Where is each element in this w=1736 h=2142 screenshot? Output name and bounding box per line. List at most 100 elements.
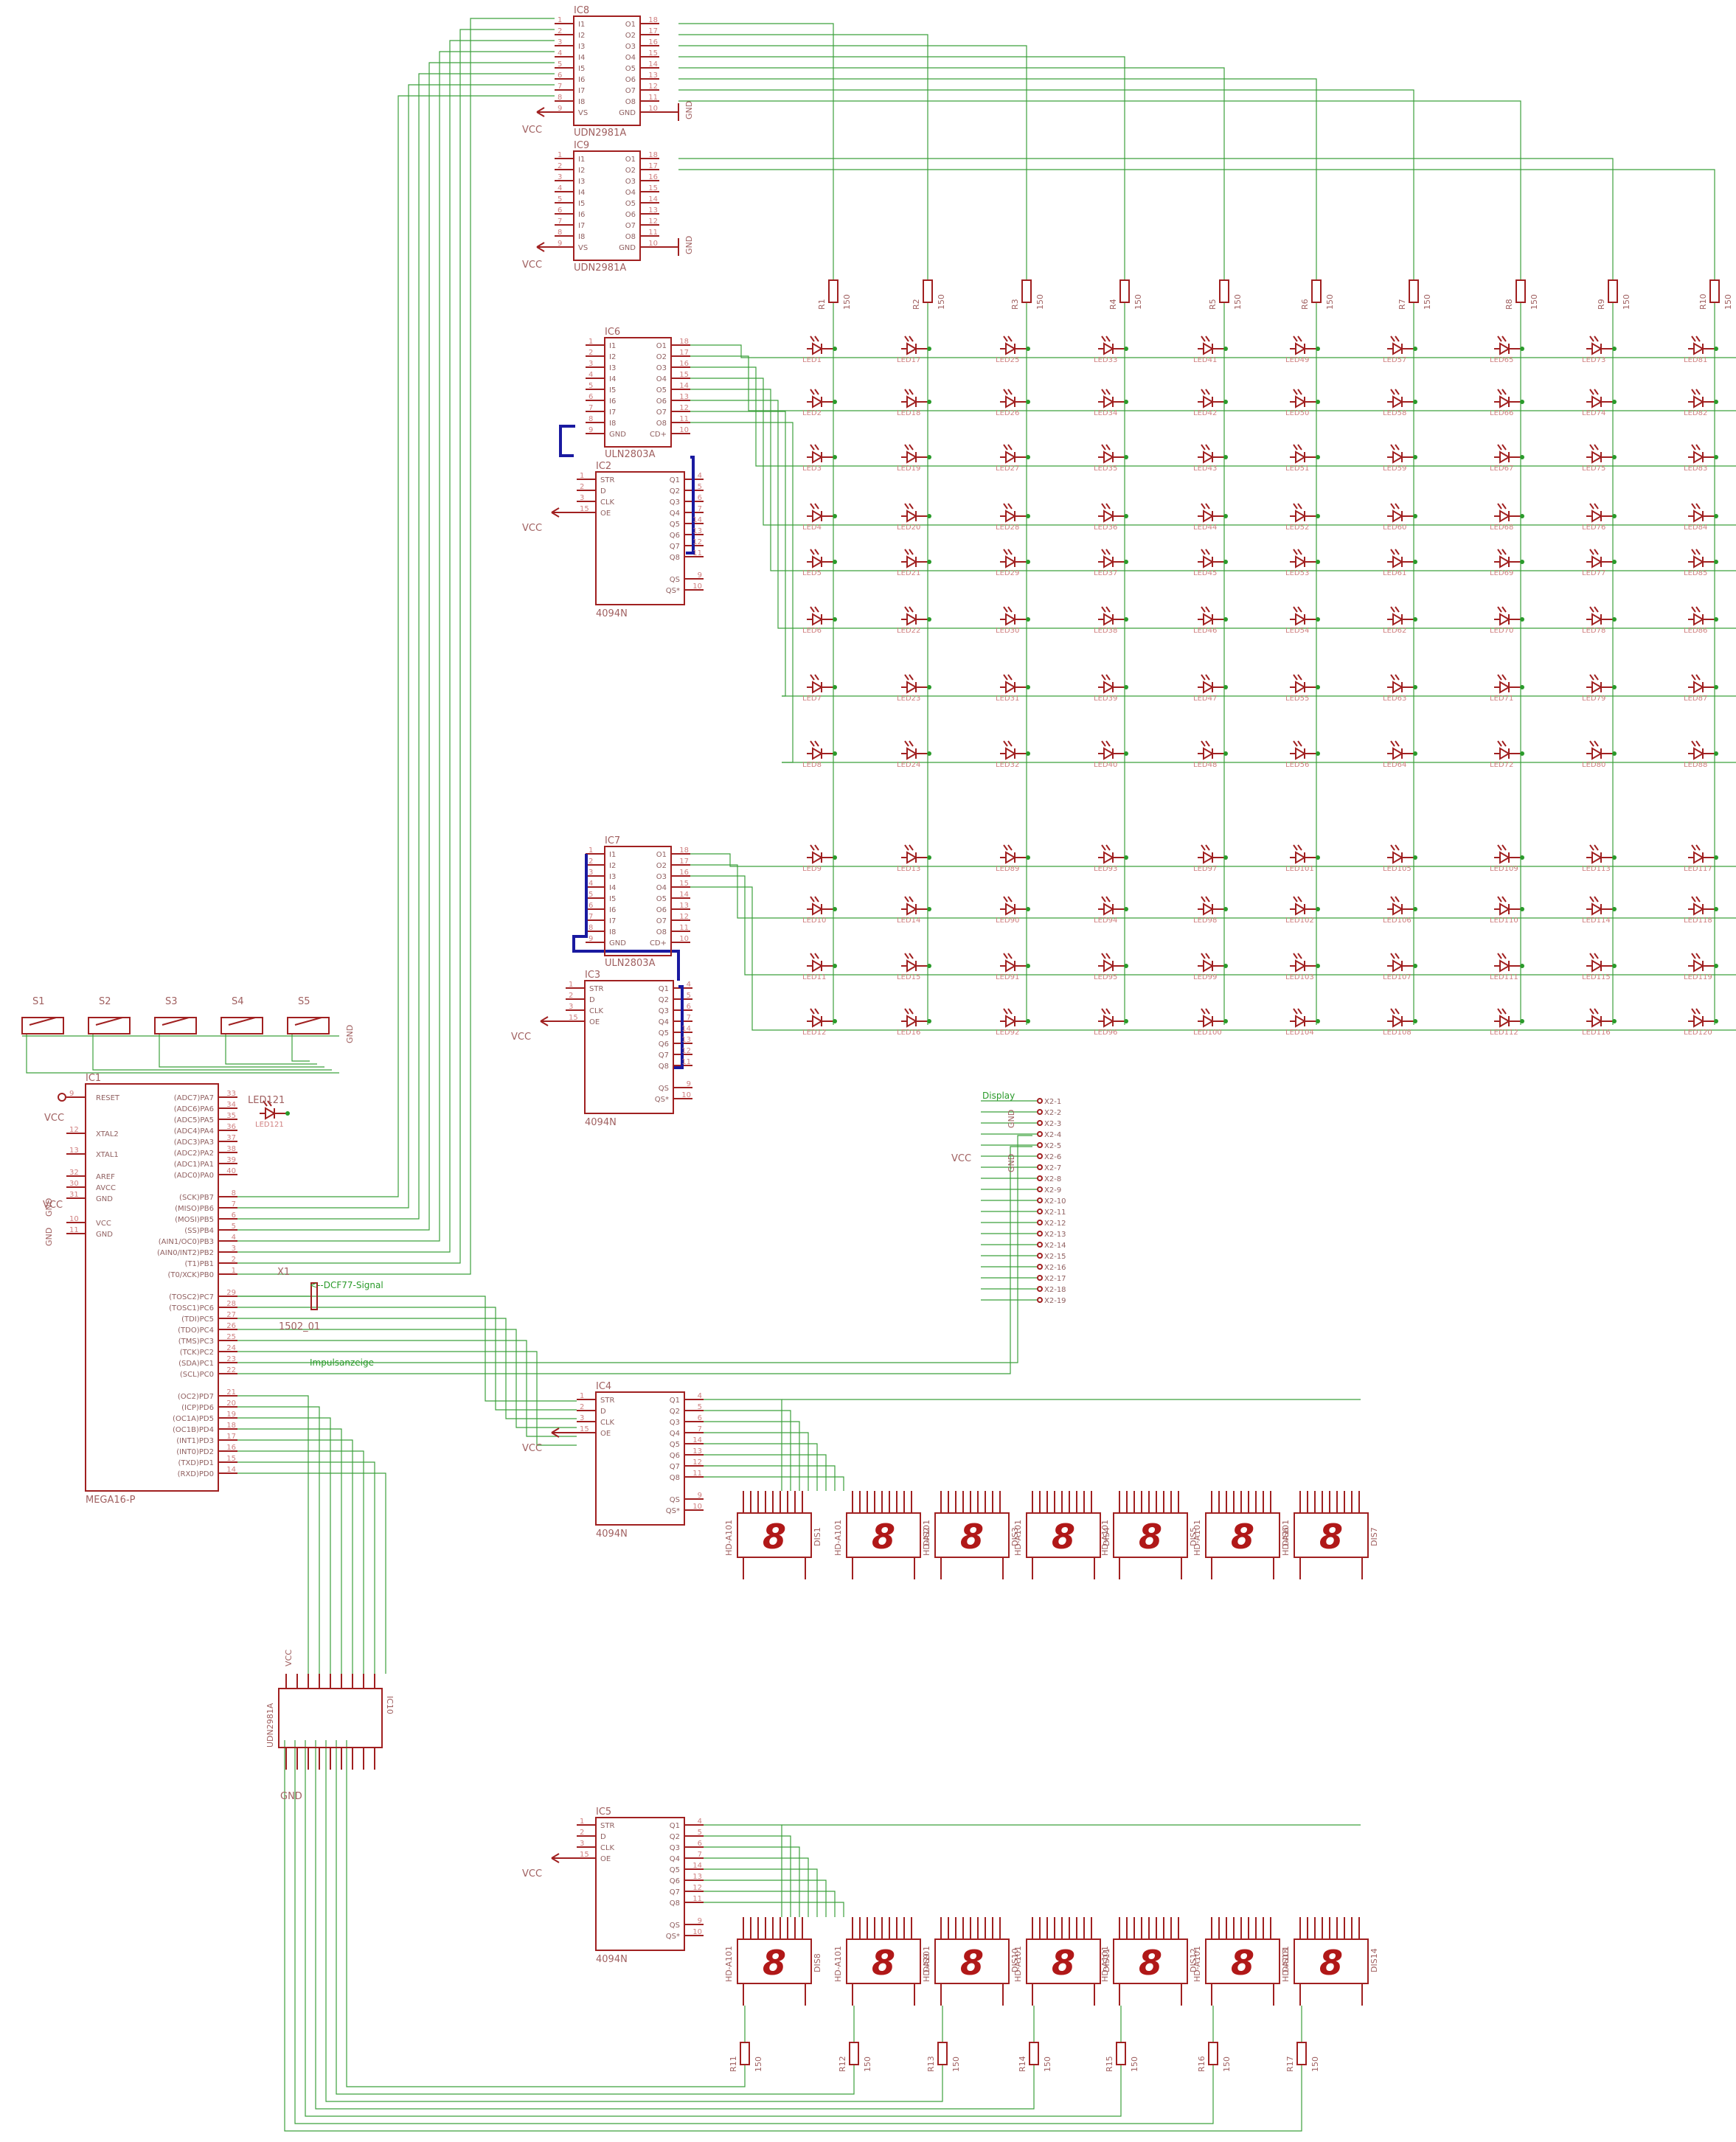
ic2-pin-num: 9: [698, 571, 702, 580]
led-label: LED96: [1094, 1029, 1117, 1037]
ic1-pin-name: (SCL)PC0: [180, 1371, 214, 1379]
wire-junction: [1026, 400, 1030, 404]
resistor-label: R10: [1698, 293, 1708, 310]
row-wire: [690, 422, 794, 763]
port-d-wire: [237, 1472, 386, 1674]
ic5-pin-num: 1: [580, 1818, 584, 1826]
ic9-vcc-arrow: [536, 242, 545, 252]
led-label: LED82: [1684, 409, 1707, 417]
wire-junction: [833, 855, 837, 860]
seven-seg-label: DIS2: [922, 1527, 931, 1546]
ic2-pin-name: D: [600, 487, 606, 495]
ic5-name: IC5: [596, 1807, 611, 1818]
wire-junction: [1714, 1019, 1718, 1023]
ic9-pin-num: 8: [558, 229, 562, 237]
wire-junction: [1316, 685, 1320, 689]
display-connector-label: X2-2: [1044, 1109, 1061, 1117]
led-diode: [906, 851, 917, 864]
led-diode: [812, 613, 823, 626]
ic2-pin-name: Q2: [670, 487, 680, 495]
resistor-value: 150: [1423, 294, 1432, 310]
ic9-pin-name: I2: [578, 167, 585, 175]
led-label: LED100: [1193, 1029, 1222, 1037]
seven-seg-body: [1113, 1938, 1188, 1984]
ic9-pin-num: 12: [648, 218, 658, 226]
segment-bus-wire: [704, 1902, 844, 1917]
ic9-pin-name: I5: [578, 200, 585, 208]
led-rays: [1390, 674, 1400, 681]
led-diode: [1693, 613, 1704, 626]
led-diode: [1103, 555, 1114, 568]
led-diode: [1392, 451, 1403, 464]
segment-bus-wire: [704, 1857, 809, 1917]
led-rays: [904, 844, 914, 851]
digit-drive-wire: [294, 1740, 1214, 2124]
led-diode: [1693, 395, 1704, 408]
ic7-pin-name: O4: [656, 884, 667, 892]
ic5-pin-num: 15: [580, 1851, 589, 1859]
ic7-pin-num: 6: [588, 902, 593, 910]
ic1-pin-name: (ADC1)PA1: [174, 1161, 214, 1169]
ic8-pin-name: I6: [578, 76, 585, 84]
switch-lever: [294, 1017, 322, 1026]
ic7-pin-num: 17: [679, 858, 689, 866]
wire-junction: [833, 617, 837, 622]
led-rays: [1293, 674, 1302, 681]
wire-junction: [1124, 400, 1128, 404]
ic7-pin-name: CD+: [650, 939, 667, 947]
ic7-pin-name: O8: [656, 928, 667, 936]
led-diode: [1591, 747, 1603, 760]
ic8-pin-num: 15: [648, 49, 658, 58]
ic9-pin-num: 4: [558, 184, 562, 192]
ic9-pin-num: 11: [648, 229, 658, 237]
ic1-pin-num: 9: [69, 1090, 74, 1098]
wire-junction: [1124, 560, 1128, 564]
led-diode: [906, 903, 917, 916]
led-rays: [1691, 549, 1701, 555]
ic8-pin-name: O1: [625, 21, 636, 29]
led-diode: [1591, 395, 1603, 408]
led-rays: [1201, 953, 1210, 959]
port-b-wire: [237, 29, 555, 1264]
seven-seg-part: HD-A101: [1281, 1946, 1291, 1982]
ic5-pin-name: Q1: [670, 1822, 680, 1830]
resistor-value: 150: [1222, 2056, 1232, 2072]
ic1-pin-num: 25: [226, 1333, 236, 1341]
seven-seg-glyph: 8: [1052, 1943, 1075, 1983]
led-diode: [1392, 555, 1403, 568]
led-diode: [1392, 903, 1403, 916]
led-diode: [1591, 851, 1603, 864]
ic1-pin-name: (ADC5)PA5: [174, 1116, 214, 1124]
led-rays: [1003, 674, 1013, 681]
ic5-pin-name: CLK: [600, 1844, 615, 1852]
seven-seg-part: HD-A101: [1192, 1520, 1202, 1556]
seven-seg-body: [1026, 1938, 1101, 1984]
ic8-pin-num: 13: [648, 72, 658, 80]
led-rays: [1497, 389, 1507, 395]
led-diode: [1392, 851, 1403, 864]
ic9-pin-name: GND: [619, 244, 636, 252]
ic8-name: IC8: [574, 5, 589, 16]
ic4-pin-num: 3: [580, 1414, 584, 1422]
wire-junction: [1316, 855, 1320, 860]
wire-junction: [1714, 514, 1718, 518]
switch-body: [88, 1017, 131, 1035]
led-label: LED22: [897, 627, 920, 635]
wire-junction: [1413, 514, 1417, 518]
display-connector-label: X2-13: [1044, 1231, 1066, 1239]
led-rays: [1293, 953, 1302, 959]
display-connector-label: X2-16: [1044, 1264, 1066, 1272]
led-label: LED98: [1193, 917, 1217, 925]
led-rays: [1003, 606, 1013, 613]
led-diode: [1103, 681, 1114, 694]
ic9-pin-name: I4: [578, 189, 585, 197]
resistor-body: [828, 279, 839, 303]
led-rays: [1589, 444, 1599, 451]
led-label: LED47: [1193, 695, 1217, 703]
wire-junction: [1520, 514, 1524, 518]
led-rays: [1003, 896, 1013, 903]
wire-junction: [1714, 455, 1718, 459]
wire-junction: [1714, 751, 1718, 756]
ic3-pin-name: QS*: [655, 1096, 669, 1104]
ic8-pin-num: 5: [558, 60, 562, 69]
